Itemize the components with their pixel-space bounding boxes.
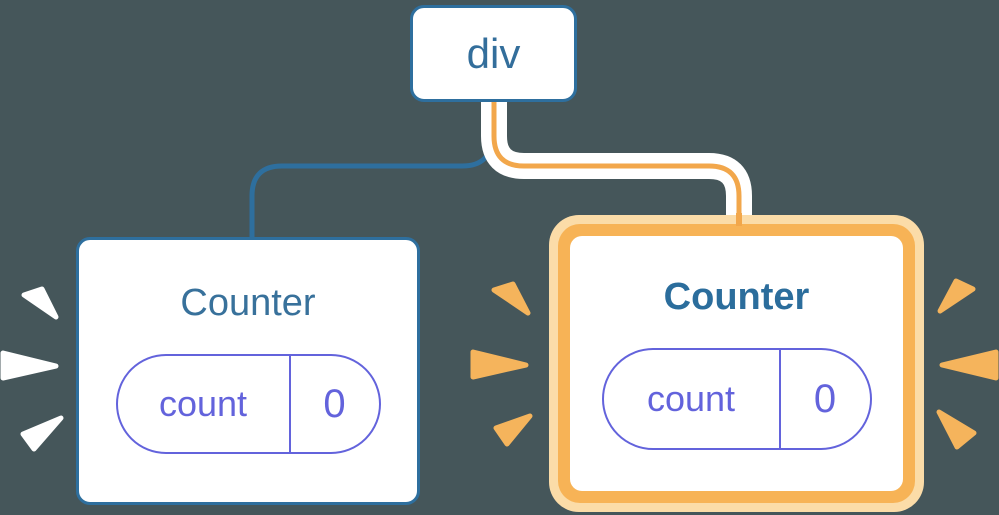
state-value: 0 <box>323 381 346 426</box>
burst-ray-icon <box>937 278 976 314</box>
state-key-label: count <box>604 350 781 448</box>
connector-blue <box>249 102 495 242</box>
burst-ray-icon <box>939 349 999 381</box>
burst-ray-icon <box>0 350 59 381</box>
root-node-label: div <box>466 29 521 77</box>
burst-group-right-left-orange <box>470 281 533 447</box>
state-pill: count 0 <box>601 348 872 450</box>
component-node-counter-right: Counter count 0 <box>570 236 903 491</box>
burst-ray-icon <box>936 409 977 450</box>
connector-orange-stub <box>736 213 742 226</box>
component-title: Counter <box>180 282 316 324</box>
component-title: Counter <box>663 276 810 318</box>
burst-ray-icon <box>493 413 533 447</box>
root-node-div: div <box>410 5 577 102</box>
state-value: 0 <box>813 376 837 421</box>
connector-orange-casing <box>481 98 752 217</box>
component-node-counter-left: Counter count 0 <box>76 237 420 505</box>
state-pill: count 0 <box>115 354 381 454</box>
connector-orange <box>491 98 742 217</box>
burst-ray-icon <box>20 415 64 452</box>
highlight-border-ring: Counter count 0 <box>558 224 915 503</box>
burst-ray-icon <box>470 349 529 380</box>
burst-group-right-right-orange <box>936 278 999 450</box>
burst-group-left-white <box>0 286 64 452</box>
component-node-counter-right-highlight: Counter count 0 <box>549 215 924 512</box>
burst-ray-icon <box>21 286 59 320</box>
state-key-label: count <box>118 356 291 452</box>
burst-ray-icon <box>491 281 531 316</box>
